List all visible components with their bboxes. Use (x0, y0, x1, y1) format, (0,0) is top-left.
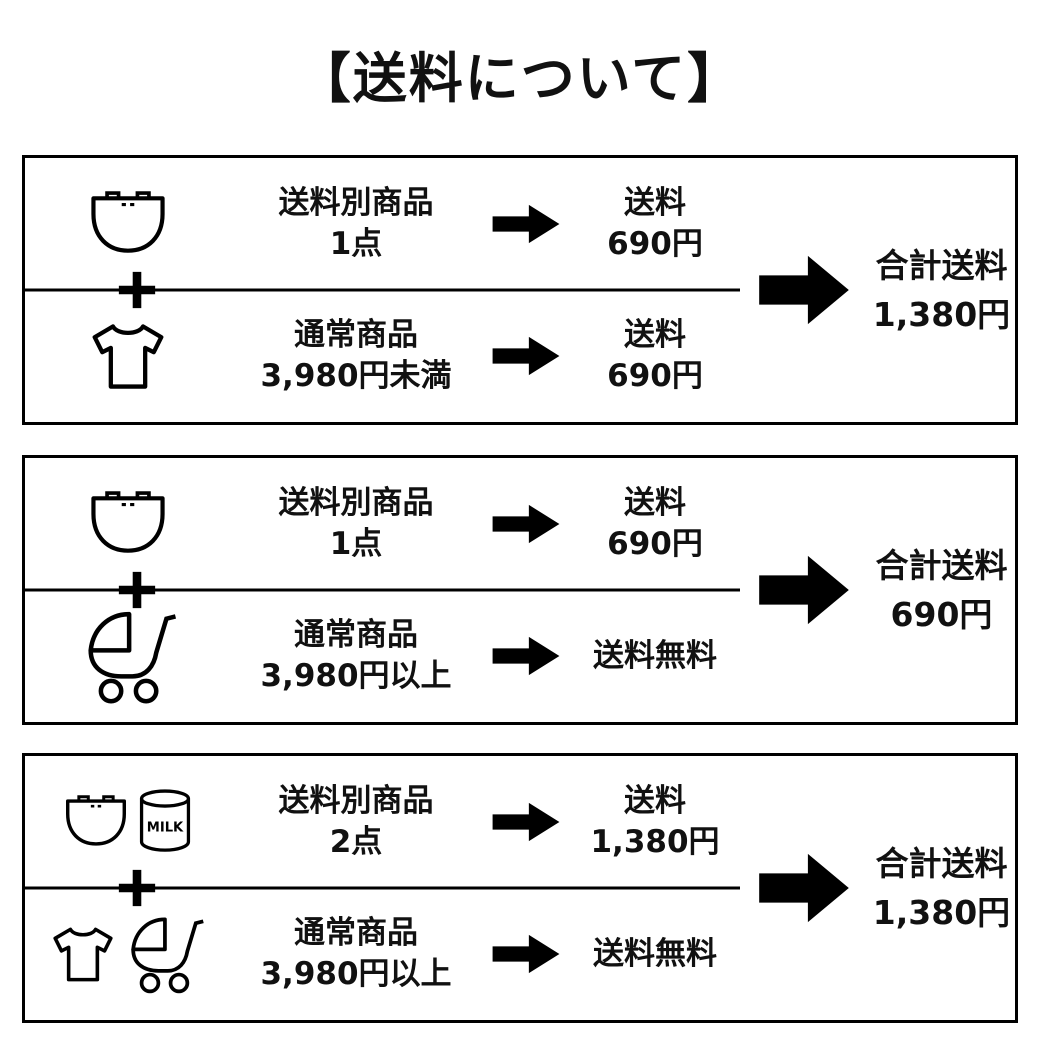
item-label-line: 送料別商品 (278, 185, 434, 222)
row-icons (25, 911, 230, 997)
arrow-cell (482, 933, 570, 975)
total-shipping-label: 合計送料 (875, 545, 1008, 585)
milk-label: MILK (147, 820, 184, 835)
item-label-line: 通常商品 (294, 317, 418, 354)
total-shipping: 合計送料 690円 (868, 458, 1015, 722)
total-shipping-label: 合計送料 (875, 245, 1008, 285)
shipping-result: 送料 690円 (570, 315, 740, 397)
row-icons (25, 190, 230, 258)
arrow-cell (482, 335, 570, 377)
milk-can-icon: MILK (139, 789, 191, 852)
shipping-result: 送料 690円 (570, 483, 740, 565)
shipping-row-top: MILK 送料別商品 2点 送料 1,380円 (25, 756, 740, 888)
shipping-result: 送料無料 (570, 934, 740, 975)
shipping-result-line: 送料無料 (593, 935, 717, 972)
shipping-result-line: 送料無料 (593, 637, 717, 674)
shipping-result-line: 1,380円 (590, 824, 720, 860)
arrow-cell (482, 635, 570, 677)
item-label-line: 1点 (329, 526, 383, 562)
shipping-row-top: 送料別商品 1点 送料 690円 (25, 458, 740, 590)
stroller-icon (131, 917, 204, 994)
item-label-line: 通常商品 (294, 915, 418, 952)
item-label-line: 3,980円未満 (260, 358, 452, 394)
total-shipping-amount: 690円 (890, 595, 993, 634)
shipping-result-line: 送料 (624, 317, 686, 354)
shipping-result-line: 690円 (607, 526, 703, 562)
arrow-right-icon (492, 204, 560, 244)
plus-icon (116, 569, 158, 611)
divider-line (25, 588, 740, 592)
divider-line (25, 288, 740, 292)
item-label: 通常商品 3,980円以上 (230, 913, 482, 995)
row-icons (25, 490, 230, 558)
shipping-result-line: 690円 (607, 226, 703, 262)
diaper-icon (90, 490, 165, 553)
arrow-right-icon (492, 934, 560, 974)
case-1-left: 送料別商品 1点 送料 690円 (25, 158, 740, 422)
big-arrow-right-icon (759, 555, 849, 625)
case-3-left: MILK 送料別商品 2点 送料 1,380円 (25, 756, 740, 1020)
item-label-line: 3,980円以上 (260, 658, 452, 694)
diaper-icon (90, 190, 165, 253)
shipping-result-line: 690円 (607, 358, 703, 394)
plus-icon (116, 867, 158, 909)
item-label: 送料別商品 2点 (230, 781, 482, 863)
arrow-right-icon (492, 802, 560, 842)
item-label: 通常商品 3,980円未満 (230, 315, 482, 397)
row-icons: MILK (25, 788, 230, 856)
big-arrow-cell (740, 158, 868, 422)
arrow-cell (482, 203, 570, 245)
tshirt-icon (92, 323, 163, 389)
item-label-line: 送料別商品 (278, 783, 434, 820)
shipping-result-line: 送料 (624, 485, 686, 522)
total-shipping: 合計送料 1,380円 (868, 158, 1015, 422)
shipping-case-1: 送料別商品 1点 送料 690円 (22, 155, 1018, 425)
shipping-result: 送料 1,380円 (570, 781, 740, 863)
total-shipping-amount: 1,380円 (872, 295, 1011, 334)
total-shipping-amount: 1,380円 (872, 893, 1011, 932)
case-2-left: 送料別商品 1点 送料 690円 (25, 458, 740, 722)
item-label-line: 3,980円以上 (260, 956, 452, 992)
arrow-right-icon (492, 636, 560, 676)
stroller-icon (87, 611, 176, 704)
item-label: 通常商品 3,980円以上 (230, 615, 482, 697)
big-arrow-right-icon (759, 255, 849, 325)
tshirt-icon (53, 927, 113, 981)
item-label-line: 通常商品 (294, 617, 418, 654)
shipping-case-3: MILK 送料別商品 2点 送料 1,380円 (22, 753, 1018, 1023)
arrow-cell (482, 801, 570, 843)
total-shipping-label: 合計送料 (875, 843, 1008, 883)
item-label-line: 送料別商品 (278, 485, 434, 522)
shipping-result-line: 送料 (624, 185, 686, 222)
shipping-result: 送料 690円 (570, 183, 740, 265)
row-icons (25, 604, 230, 708)
arrow-cell (482, 503, 570, 545)
shipping-case-2: 送料別商品 1点 送料 690円 (22, 455, 1018, 725)
shipping-row-top: 送料別商品 1点 送料 690円 (25, 158, 740, 290)
shipping-row-bottom: 通常商品 3,980円未満 送料 690円 (25, 290, 740, 422)
item-label: 送料別商品 1点 (230, 483, 482, 565)
big-arrow-cell (740, 458, 868, 722)
plus-icon (116, 269, 158, 311)
item-label-line: 2点 (329, 824, 383, 860)
arrow-right-icon (492, 336, 560, 376)
big-arrow-cell (740, 756, 868, 1020)
item-label: 送料別商品 1点 (230, 183, 482, 265)
item-label-line: 1点 (329, 226, 383, 262)
shipping-result-line: 送料 (624, 783, 686, 820)
arrow-right-icon (492, 504, 560, 544)
shipping-result: 送料無料 (570, 636, 740, 677)
total-shipping: 合計送料 1,380円 (868, 756, 1015, 1020)
page-title: 【送料について】 (296, 47, 744, 110)
shipping-row-bottom: 通常商品 3,980円以上 送料無料 (25, 888, 740, 1020)
row-icons (25, 320, 230, 393)
diaper-icon (66, 794, 126, 846)
shipping-row-bottom: 通常商品 3,980円以上 送料無料 (25, 590, 740, 722)
divider-line (25, 886, 740, 890)
big-arrow-right-icon (759, 853, 849, 923)
